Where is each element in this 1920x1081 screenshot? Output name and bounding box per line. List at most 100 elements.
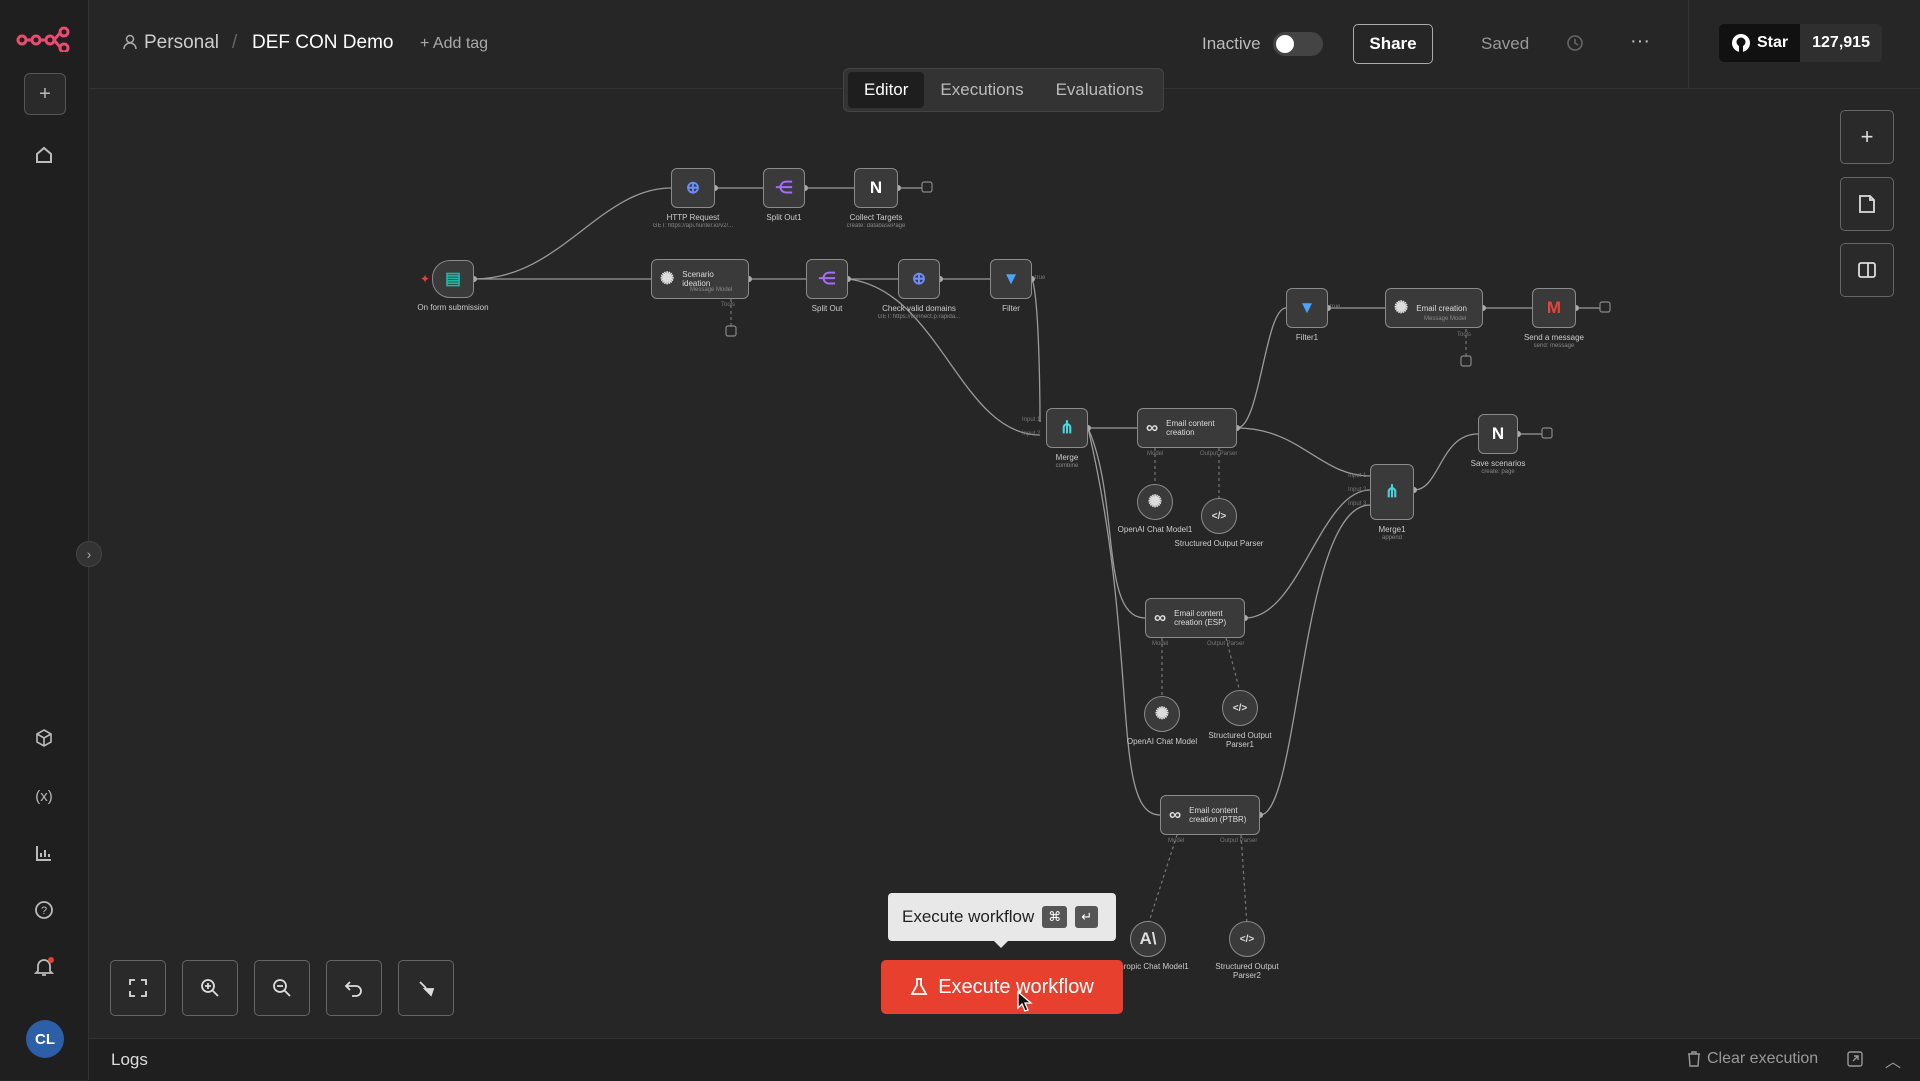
- cmd-key: ⌘: [1042, 906, 1068, 928]
- node-label: Structured Output Parser2: [1215, 962, 1279, 980]
- openai-icon: ✺: [1147, 492, 1163, 511]
- plus-icon: +: [1860, 124, 1874, 149]
- popout-logs-button[interactable]: [1847, 1051, 1863, 1072]
- port-label: Input 1: [1022, 417, 1041, 423]
- fit-view-button[interactable]: [110, 960, 166, 1016]
- node-subtitle: Message Model: [1424, 316, 1467, 322]
- home-button[interactable]: [24, 135, 64, 175]
- add-node-button[interactable]: +: [1840, 110, 1894, 164]
- templates-button[interactable]: [24, 718, 64, 758]
- tab-editor[interactable]: Editor: [848, 72, 925, 108]
- port-label: Input 2: [1022, 431, 1041, 437]
- node-email-content-creation-ptbr[interactable]: ∞Email content creation (PTBR): [1160, 795, 1260, 835]
- avatar[interactable]: CL: [26, 1020, 64, 1058]
- node-title: Email content creation (ESP): [1174, 609, 1227, 627]
- tab-evaluations[interactable]: Evaluations: [1055, 80, 1144, 99]
- node-email-content-creation-esp[interactable]: ∞Email content creation (ESP): [1145, 598, 1245, 638]
- node-structured-output-parser2[interactable]: </> Structured Output Parser2: [1215, 921, 1279, 980]
- execute-tooltip: Execute workflow ⌘ ↵: [888, 893, 1116, 948]
- mouse-cursor-icon: [1017, 990, 1033, 1012]
- node-filter[interactable]: ▼Filter: [990, 259, 1032, 313]
- more-options-button[interactable]: ···: [1630, 30, 1650, 52]
- globe-icon: ⊕: [685, 178, 701, 197]
- chevron-up-icon[interactable]: ︿: [1885, 1054, 1902, 1071]
- logs-bar[interactable]: Logs Clear execution ︿: [89, 1038, 1920, 1081]
- saved-status: Saved: [1481, 34, 1530, 53]
- node-split-out1[interactable]: ⋲Split Out1: [763, 168, 805, 222]
- toggle-panel-button[interactable]: [1840, 243, 1894, 297]
- help-icon: ?: [35, 901, 53, 919]
- github-star-widget[interactable]: Star 127,915: [1719, 24, 1882, 62]
- execute-workflow-button[interactable]: Execute workflow: [881, 960, 1123, 1014]
- port-label: Output Parser: [1207, 641, 1245, 647]
- node-subtitle: combine: [1055, 463, 1079, 469]
- reset-zoom-button[interactable]: [326, 960, 382, 1016]
- add-button[interactable]: +: [24, 73, 66, 115]
- node-on-form-submission[interactable]: ▤On form submission: [417, 260, 489, 312]
- node-split-out[interactable]: ⋲Split Out: [806, 259, 848, 313]
- openai-icon: ✺: [660, 269, 675, 288]
- insights-button[interactable]: [24, 833, 64, 873]
- port-label: true: [1330, 304, 1341, 310]
- sticky-note-button[interactable]: [1840, 177, 1894, 231]
- node-openai-chat-model1[interactable]: ✺OpenAI Chat Model1: [1118, 484, 1192, 534]
- enter-key: ↵: [1075, 906, 1099, 928]
- breadcrumb-project[interactable]: Personal: [144, 32, 219, 53]
- plus-icon: +: [39, 82, 51, 105]
- link-icon: ∞: [1169, 805, 1182, 824]
- code-icon: </>: [1232, 702, 1248, 714]
- zoom-out-button[interactable]: [254, 960, 310, 1016]
- tidy-up-button[interactable]: [398, 960, 454, 1016]
- fullscreen-icon: [129, 979, 147, 997]
- link-icon: ∞: [1146, 418, 1159, 437]
- tab-executions[interactable]: Executions: [940, 80, 1024, 99]
- gmail-icon: M: [1546, 298, 1562, 317]
- zoom-in-button[interactable]: [182, 960, 238, 1016]
- share-button[interactable]: Share: [1353, 24, 1433, 64]
- code-icon: </>: [1239, 933, 1255, 945]
- svg-text:?: ?: [41, 905, 47, 917]
- port-label: Output Parser: [1200, 451, 1238, 457]
- port-label: Input 1: [1348, 473, 1367, 479]
- node-subtitle: create: page: [1481, 469, 1515, 475]
- node-openai-chat-model[interactable]: ✺OpenAI Chat Model: [1127, 696, 1197, 746]
- node-label: Send a message: [1523, 333, 1585, 342]
- node-label: OpenAI Chat Model: [1126, 737, 1198, 746]
- node-structured-output-parser[interactable]: </>Structured Output Parser: [1175, 498, 1263, 548]
- help-button[interactable]: ?: [24, 890, 64, 930]
- node-structured-output-parser1[interactable]: </>Structured Output Parser1: [1208, 690, 1272, 749]
- clear-execution-button[interactable]: Clear execution: [1687, 1050, 1818, 1068]
- variables-button[interactable]: (x): [24, 776, 64, 816]
- home-icon: [36, 146, 52, 163]
- port-label: Model: [1168, 838, 1185, 844]
- node-label: Filter1: [1295, 333, 1319, 342]
- node-title: Email content creation: [1166, 419, 1215, 437]
- filter-icon: ▼: [1002, 269, 1020, 288]
- expand-sidebar-button[interactable]: ›: [76, 541, 102, 567]
- add-tag-button[interactable]: + Add tag: [420, 35, 489, 52]
- n8n-logo[interactable]: [16, 24, 72, 54]
- node-anthropic-chat-model1[interactable]: A\Anthropic Chat Model1: [1107, 921, 1189, 971]
- notifications-button[interactable]: [24, 947, 64, 987]
- code-icon: </>: [1211, 510, 1227, 522]
- chevron-right-icon: ›: [86, 546, 92, 562]
- node-email-content-creation[interactable]: ∞ Email content creation: [1137, 408, 1237, 448]
- history-button[interactable]: [1565, 33, 1585, 58]
- trash-icon: [1688, 1051, 1700, 1067]
- undo-icon: [344, 981, 362, 997]
- workflow-name[interactable]: DEF CON Demo: [252, 32, 394, 53]
- port-label: Tools: [721, 302, 736, 308]
- execute-tooltip-text: Execute workflow: [902, 907, 1035, 926]
- node-filter1[interactable]: ▼Filter1: [1286, 288, 1328, 342]
- note-icon: [1859, 195, 1875, 213]
- active-toggle[interactable]: [1273, 32, 1323, 56]
